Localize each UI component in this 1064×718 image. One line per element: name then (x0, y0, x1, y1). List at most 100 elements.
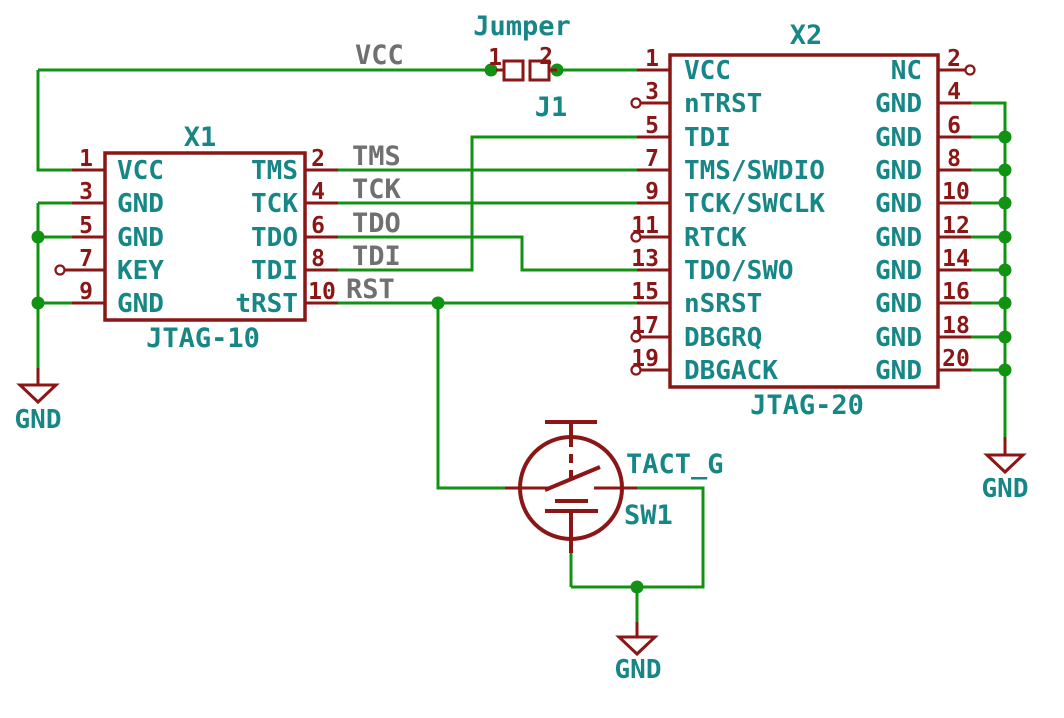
jumper-square-left (502, 59, 525, 82)
pin-number: 11 (631, 213, 659, 239)
gnd-triangle (16, 368, 60, 405)
sw1-value-label: TACT_G (626, 449, 724, 480)
pin-name: TDI (251, 256, 298, 286)
gnd-label: GND (15, 405, 62, 435)
pin-name: VCC (117, 156, 164, 186)
pin-name: nTRST (684, 89, 762, 119)
pin-name: NC (891, 56, 922, 86)
wire-net-gnd-left[interactable] (36, 201, 72, 368)
net-label-vcc[interactable]: VCC (355, 40, 404, 71)
pin-number: 12 (942, 213, 970, 239)
wire-net-vcc[interactable] (36, 68, 637, 172)
junction-dots (31, 63, 1012, 594)
pin-name: GND (117, 289, 164, 319)
pin-name: TDI (684, 123, 731, 153)
pin-number: 15 (631, 279, 659, 305)
pin-number: 2 (539, 44, 553, 70)
x2-pin-stubs (637, 68, 971, 372)
switch-base-bars (545, 499, 598, 553)
x2-body (668, 53, 940, 389)
pin-number: 1 (645, 46, 659, 72)
wire-net-tdi[interactable] (338, 135, 637, 272)
pin-number: 4 (947, 79, 961, 105)
jumper-value-label: Jumper (473, 11, 571, 42)
pin11-nc-circle (630, 231, 642, 243)
gnd-symbol-right[interactable]: GND (982, 437, 1029, 504)
component-x1-jtag10[interactable]: X1 JTAG-10 1 3 5 7 9 VCC GND GND KEY GND… (54, 122, 339, 354)
component-sw1-tact-switch[interactable]: TACT_G SW1 (505, 420, 724, 553)
net-label-tdo[interactable]: TDO (352, 208, 401, 239)
pin19-nc-circle (630, 364, 642, 376)
x1-value-label: JTAG-10 (146, 323, 260, 354)
x2-value-label: JTAG-20 (750, 390, 864, 421)
pin7-nc-circle (54, 264, 66, 276)
pin-number: 13 (631, 246, 659, 272)
pin-name: GND (875, 356, 922, 386)
pin-number: 10 (308, 279, 336, 305)
pin-number: 10 (942, 179, 970, 205)
component-x2-jtag20[interactable]: X2 JTAG-20 1 3 5 7 9 11 13 15 17 19 VCC … (630, 20, 976, 421)
pin-name: nSRST (684, 289, 762, 319)
gnd-symbol-center[interactable]: GND (615, 622, 662, 685)
pin-name: DBGRQ (684, 323, 762, 353)
pin-number: 9 (79, 279, 93, 305)
pin-name: VCC (684, 56, 731, 86)
x1-pin-stubs (65, 168, 338, 305)
net-labels[interactable]: VCC TMS TCK TDO TDI RST (346, 40, 404, 305)
pin-name: GND (875, 289, 922, 319)
pin-name: TMS (251, 156, 298, 186)
pin-name: DBGACK (684, 356, 778, 386)
pin-number: 2 (311, 146, 325, 172)
pin-name: GND (875, 223, 922, 253)
pin-number: 16 (942, 279, 970, 305)
net-label-rst[interactable]: RST (346, 274, 395, 305)
pin-name: TMS/SWDIO (684, 156, 825, 186)
pin3-nc-circle (630, 97, 642, 109)
pin-name: KEY (117, 256, 164, 286)
pin-name: GND (875, 123, 922, 153)
pin-number: 14 (942, 246, 970, 272)
pin-name: TDO (251, 223, 298, 253)
gnd-triangle (983, 437, 1027, 475)
component-j1-jumper[interactable]: Jumper J1 1 2 (473, 11, 571, 123)
pin-name: GND (875, 189, 922, 219)
pin-name: GND (875, 323, 922, 353)
pin-number: 6 (947, 113, 961, 139)
pin-number: 5 (79, 213, 93, 239)
gnd-label: GND (982, 474, 1029, 504)
x1-ref-label: X1 (184, 122, 217, 153)
wire-net-rst[interactable] (338, 301, 637, 490)
gnd-label: GND (615, 655, 662, 685)
pin-name: RTCK (684, 223, 747, 253)
pin-name: TCK/SWCLK (684, 189, 825, 219)
switch-lever (544, 465, 601, 492)
pin-name: GND (875, 256, 922, 286)
pin-name: GND (875, 89, 922, 119)
pin-name: TCK (251, 189, 298, 219)
pin17-nc-circle (630, 331, 642, 343)
pin-name: TDO/SWO (684, 256, 794, 286)
pin-name: GND (875, 156, 922, 186)
pin-number: 3 (79, 179, 93, 205)
pin-number: 2 (947, 46, 961, 72)
pin-number: 8 (947, 146, 961, 172)
pin-number: 19 (631, 346, 659, 372)
wire-net-tdo[interactable] (338, 235, 637, 272)
pin-number: 4 (311, 179, 325, 205)
pin-name: GND (117, 223, 164, 253)
net-label-tdi[interactable]: TDI (352, 241, 401, 272)
pin-number: 17 (631, 313, 659, 339)
pin2-nc-circle (964, 64, 976, 76)
net-label-tck[interactable]: TCK (352, 174, 402, 205)
gnd-symbol-left[interactable]: GND (15, 368, 62, 435)
jumper-ref-label: J1 (535, 92, 568, 123)
wire-net-gnd-right[interactable] (971, 101, 1007, 437)
pin-number: 1 (79, 146, 93, 172)
pin-number: 5 (645, 113, 659, 139)
pin-number: 20 (942, 346, 970, 372)
net-label-tms[interactable]: TMS (352, 141, 401, 172)
sw1-ref-label: SW1 (624, 500, 673, 531)
pin-number: 7 (79, 246, 93, 272)
